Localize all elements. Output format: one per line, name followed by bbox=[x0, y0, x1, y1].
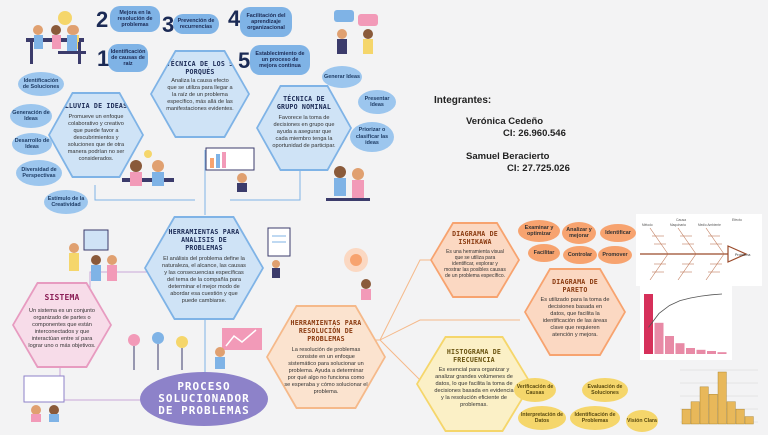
histogram-chart bbox=[676, 364, 760, 428]
histogram-bar bbox=[744, 416, 754, 425]
ishikawa-bubble: Promover bbox=[598, 246, 632, 264]
member-ci: CI: 26.960.546 bbox=[503, 128, 566, 139]
step-label: Identificación de causas de raíz bbox=[108, 44, 148, 72]
porques-title: TÉCNICA DE LOS 5 PORQUÉS bbox=[166, 60, 234, 76]
nominal-bubble: Priorizar o clasificar las ideas bbox=[350, 122, 394, 152]
lluvia-bubble: Diversidad de Perspectivas bbox=[16, 160, 62, 186]
resolucion-title: HERRAMIENTAS PARA RESOLUCIÓN DE PROBLEMA… bbox=[290, 319, 362, 343]
fishbone-label: Problema bbox=[735, 253, 750, 257]
histograma-bubble: Identificación de Problemas bbox=[570, 406, 620, 430]
main-title-line: DE PROBLEMAS bbox=[158, 404, 250, 417]
people-illustration bbox=[23, 375, 65, 422]
histograma-bubble: Verificación de Causas bbox=[514, 378, 556, 402]
resolucion-hex: HERRAMIENTAS PARA RESOLUCIÓN DE PROBLEMA… bbox=[268, 307, 384, 407]
step-label: Prevención de recurrencias bbox=[173, 14, 219, 34]
people-illustration bbox=[334, 10, 378, 54]
histograma-bubble: Visión Clara bbox=[626, 410, 658, 432]
ishikawa-bubble: Facilitar bbox=[528, 244, 560, 262]
integrantes-heading: Integrantes: bbox=[434, 95, 492, 106]
fishbone-label: Causa bbox=[676, 218, 686, 222]
step-number: 4 bbox=[228, 6, 241, 31]
step-number: 1 bbox=[97, 46, 110, 71]
step-label: Facilitación del aprendizaje organizacio… bbox=[240, 7, 292, 37]
pareto-bar bbox=[696, 349, 706, 354]
histogram-bar bbox=[735, 408, 745, 425]
pareto-bar bbox=[654, 322, 664, 354]
fishbone-diagram: Causa Efecto Problema Método Maquinaria … bbox=[636, 214, 762, 286]
people-illustration bbox=[58, 25, 86, 54]
lluvia-bubble: Generación de Ideas bbox=[10, 104, 52, 128]
member-name: Samuel Beracierto bbox=[466, 151, 550, 162]
pareto-bar bbox=[665, 336, 674, 354]
people-illustration bbox=[205, 147, 255, 192]
lluvia-bubble: Estímulo de la Creatividad bbox=[44, 190, 88, 214]
lluvia-hex: LLUVIA DE IDEAS Promueve un enfoque cola… bbox=[50, 94, 142, 176]
ishikawa-bubble: Identificar bbox=[600, 224, 636, 242]
pareto-body: Es utilizado para la toma de decisiones … bbox=[540, 297, 610, 338]
nominal-body: Favorece la toma de decisiones en grupo … bbox=[272, 115, 336, 149]
people-illustration bbox=[267, 227, 291, 278]
porques-body: Analiza la causa efecto que se utiliza p… bbox=[166, 78, 234, 112]
lluvia-bubble: Desarrollo de Ideas bbox=[12, 133, 52, 155]
pareto-chart bbox=[640, 280, 732, 360]
nominal-bubble: Generar Ideas bbox=[322, 66, 362, 88]
analisis-title: HERRAMIENTAS PARA ANALISIS DE PROBLEMAS bbox=[168, 228, 240, 252]
step-number: 5 bbox=[238, 48, 251, 73]
people-illustration bbox=[326, 166, 370, 201]
pareto-cumulative-line bbox=[648, 293, 723, 328]
step-number: 2 bbox=[96, 7, 109, 32]
pareto-bar bbox=[644, 294, 653, 354]
histogram-bar bbox=[699, 386, 709, 425]
nominal-bubble: Presentar Ideas bbox=[358, 90, 396, 114]
pareto-bar bbox=[707, 351, 716, 354]
people-illustration bbox=[122, 150, 174, 186]
ishikawa-title: DIAGRAMA DE ISHIKAWA bbox=[452, 230, 498, 246]
step-number: 3 bbox=[162, 12, 175, 37]
histograma-bubble: Interpretación de Datos bbox=[518, 406, 566, 430]
analisis-body: El análisis del problema define la natur… bbox=[162, 256, 246, 304]
people-illustration bbox=[69, 229, 117, 281]
step-label: Establecimiento de un proceso de mejora … bbox=[250, 45, 310, 75]
main-title-box: PROCESO SOLUCIONADOR DE PROBLEMAS bbox=[140, 372, 268, 426]
pareto-bar bbox=[675, 343, 685, 354]
ishikawa-bubble: Examinar y optimizar bbox=[518, 220, 560, 242]
ishikawa-body: Es una herramienta visual que se utiliza… bbox=[444, 249, 506, 279]
pareto-bar bbox=[686, 348, 695, 354]
fishbone-label: Maquinaria bbox=[670, 223, 686, 227]
histograma-bubble: Evaluación de Soluciones bbox=[582, 378, 628, 402]
ishikawa-bubble: Analizar y mejorar bbox=[562, 222, 596, 244]
nominal-title: TÉCNICA DE GRUPO NOMINAL bbox=[276, 95, 332, 111]
histogram-bar bbox=[717, 371, 727, 425]
sistema-title: SISTEMA bbox=[44, 293, 80, 302]
histogram-bar bbox=[690, 401, 700, 425]
histograma-body: Es esencial para organizar y analizar gr… bbox=[434, 367, 514, 408]
histograma-title: HISTOGRAMA DE FRECUENCIA bbox=[446, 348, 502, 364]
pareto-bar bbox=[717, 352, 727, 354]
sistema-body: Un sistema es un conjunto organizado de … bbox=[28, 308, 96, 349]
resolucion-body: La resolución de problemas consiste en u… bbox=[284, 347, 368, 395]
nominal-hex: TÉCNICA DE GRUPO NOMINAL Favorece la tom… bbox=[258, 87, 350, 169]
people-illustration bbox=[215, 328, 262, 369]
fishbone-label: Efecto bbox=[732, 218, 742, 222]
histogram-bar bbox=[726, 401, 736, 425]
fishbone-label: Método bbox=[642, 223, 653, 227]
lluvia-bubble: Identificación de Soluciones bbox=[18, 72, 64, 96]
ishikawa-bubble: Controlar bbox=[563, 246, 597, 264]
ishikawa-hex: DIAGRAMA DE ISHIKAWA Es una herramienta … bbox=[432, 224, 518, 296]
lluvia-title: LLUVIA DE IDEAS bbox=[64, 102, 128, 110]
fishbone-label: Medio Ambiente bbox=[698, 223, 721, 227]
lluvia-body: Promueve un enfoque colaborativo y creat… bbox=[67, 114, 125, 162]
histogram-bar bbox=[681, 408, 691, 425]
step-label: Mejora en la resolución de problemas bbox=[110, 6, 160, 32]
people-illustration bbox=[128, 332, 188, 370]
main-title-line: PROCESO bbox=[177, 380, 231, 393]
member-name: Verónica Cedeño bbox=[466, 116, 544, 127]
histogram-bar bbox=[708, 394, 718, 425]
pareto-title: DIAGRAMA DE PARETO bbox=[552, 278, 598, 294]
porques-hex: TÉCNICA DE LOS 5 PORQUÉS Analiza la caus… bbox=[152, 52, 248, 136]
people-illustration bbox=[344, 248, 371, 300]
main-title-line: SOLUCIONADOR bbox=[158, 392, 250, 405]
member-ci: CI: 27.725.026 bbox=[507, 163, 570, 174]
